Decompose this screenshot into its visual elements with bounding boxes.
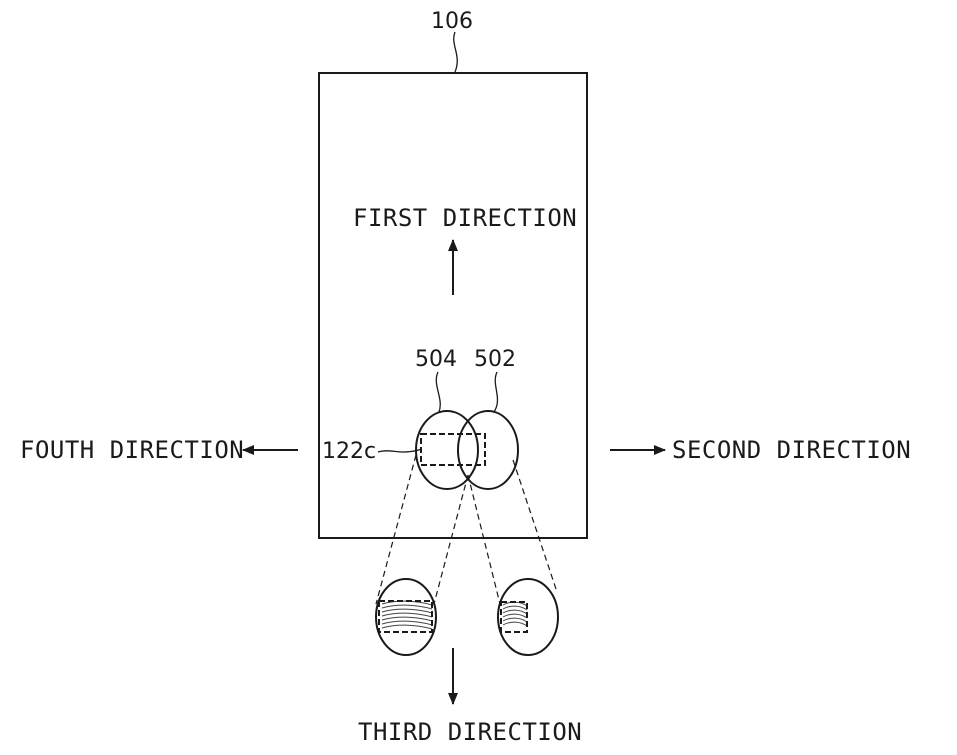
first-direction-label: FIRST DIRECTION [353,204,577,232]
sensor-area-box [420,433,486,466]
device-outline [318,72,588,539]
fingerprint-pattern-left-icon [381,600,433,630]
device-ref-label: 106 [431,9,473,34]
magnified-sensor-box-left [378,600,433,633]
sensor-area-label: 122c [322,439,376,464]
circle-502-label: 502 [474,347,516,372]
projection-line-right-outer [512,459,558,593]
third-direction-label: THIRD DIRECTION [358,718,582,746]
fourth-direction-label: FOUTH DIRECTION [20,436,244,464]
circle-504-label: 504 [415,347,457,372]
circle-504-leader [435,371,441,413]
sensor-area-leader [377,448,423,453]
fingerprint-pattern-right-icon [502,601,528,627]
device-ref-leader [453,31,458,73]
second-direction-label: SECOND DIRECTION [672,436,911,464]
magnified-circle-left [375,578,437,656]
circle-502-leader [493,371,499,413]
magnified-circle-right [497,578,559,656]
circle-502 [457,410,519,490]
magnified-sensor-box-right [500,601,528,633]
projection-line-left-outer [375,454,417,605]
projection-line-left-inner [433,474,469,605]
projection-line-right-inner [467,474,501,605]
